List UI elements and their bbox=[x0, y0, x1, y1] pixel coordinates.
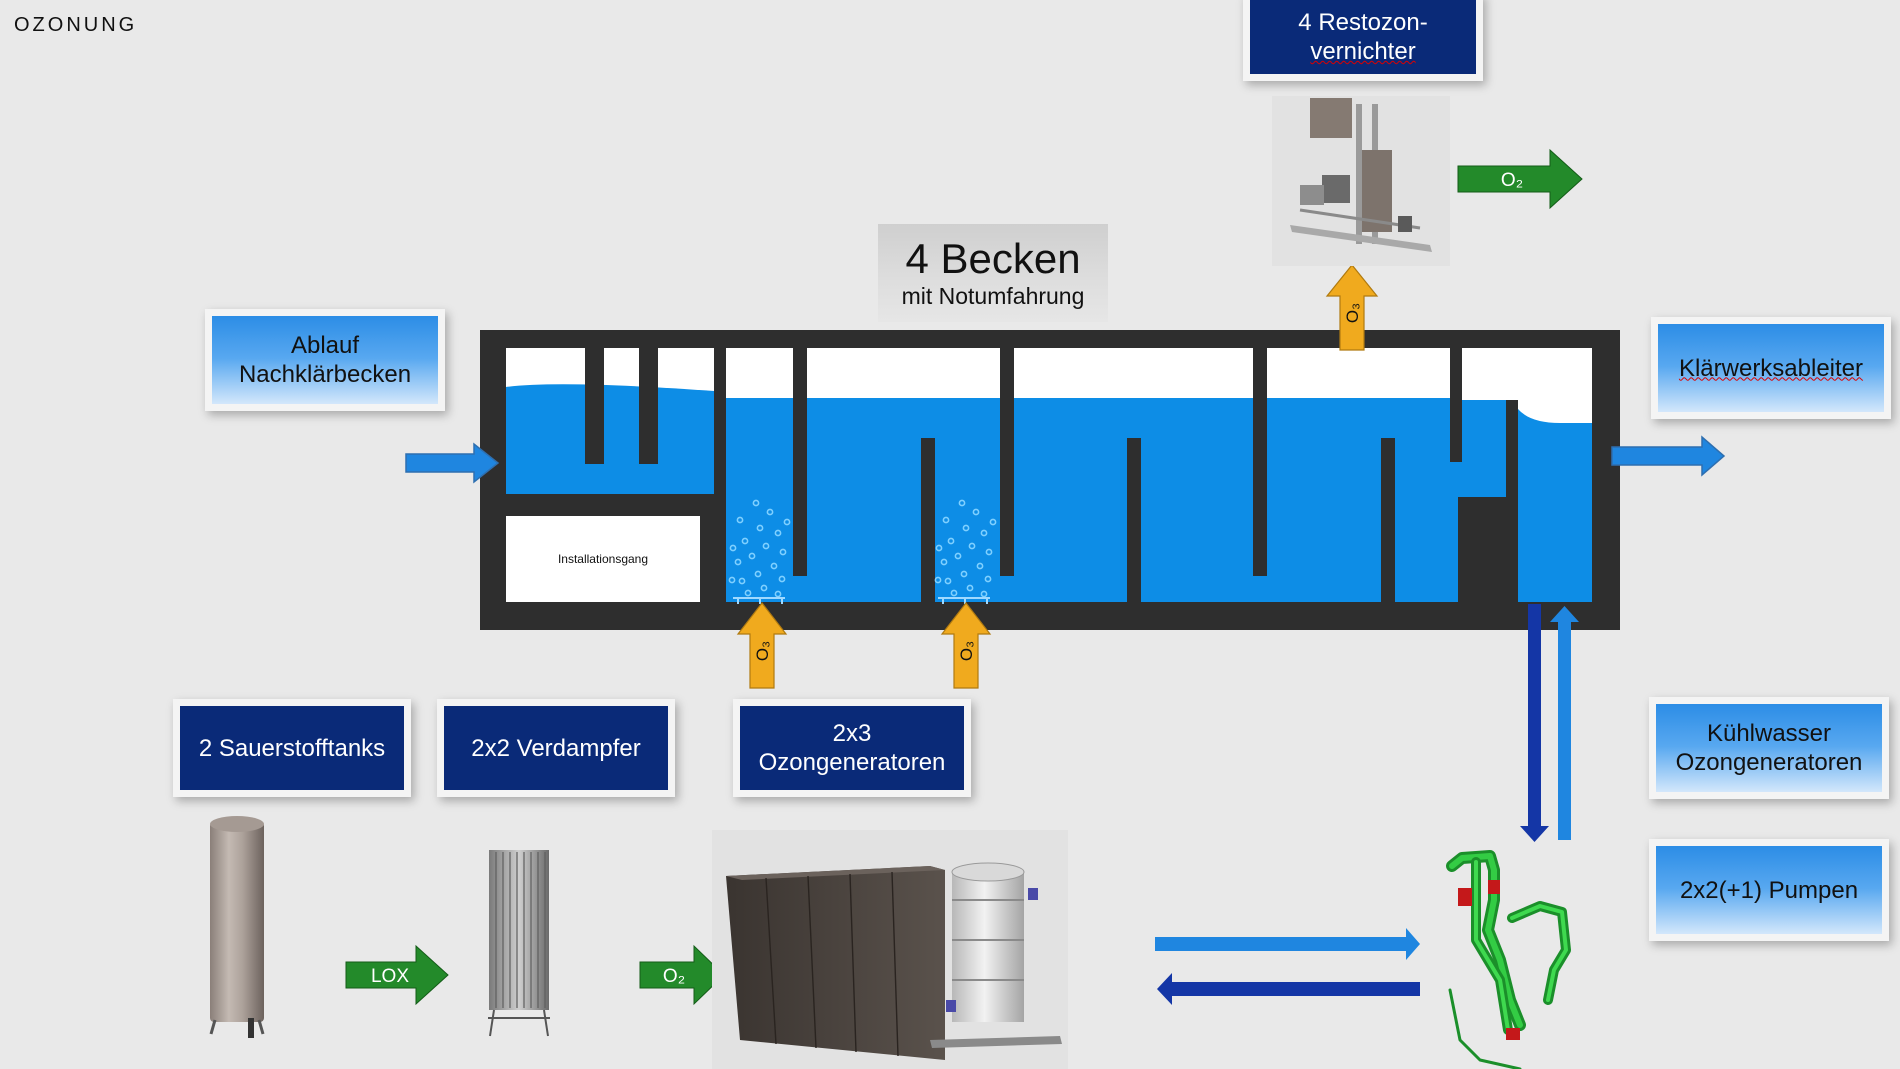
basins-count-label: 4 Becken bbox=[905, 234, 1081, 282]
oxygen-tanks-label: 2 Sauerstofftanks bbox=[198, 734, 386, 762]
basins-bypass-label: mit Notumfahrung bbox=[901, 282, 1085, 309]
oxygen-tanks-box: 2 Sauerstofftanks bbox=[180, 706, 404, 790]
cooling-pumps-image bbox=[1446, 850, 1571, 1069]
inflow-arrow bbox=[405, 442, 500, 484]
evaporator-label: 2x2 Verdampfer bbox=[471, 734, 641, 762]
residual-ozone-destroyer-box: 4 Restozon- vernichter bbox=[1250, 0, 1476, 74]
cooling-label-line1: Kühlwasser bbox=[1706, 720, 1832, 747]
ozone-arrow-basin-1: O₃ bbox=[736, 602, 788, 689]
destroyer-label-line2: vernichter bbox=[1310, 38, 1416, 65]
cooling-up-arrow bbox=[1550, 606, 1579, 840]
o2-label: O₂ bbox=[663, 966, 685, 987]
ozone-arrow-basin-2: O₃ bbox=[940, 602, 992, 689]
pumps-label: 2x2(+1) Pumpen bbox=[1679, 876, 1859, 904]
installation-corridor-label: Installationsgang bbox=[557, 552, 649, 566]
o3-label: O₃ bbox=[1343, 303, 1362, 323]
basins-title-box: 4 Becken mit Notumfahrung bbox=[878, 224, 1108, 322]
o2-label: O₂ bbox=[1501, 170, 1523, 191]
ozone-offgas-arrow: O₃ bbox=[1325, 264, 1379, 351]
ozone-generators-box: 2x3 Ozongeneratoren bbox=[740, 706, 964, 790]
lox-label: LOX bbox=[371, 966, 409, 987]
ozone-bubbles-basin-1 bbox=[728, 499, 791, 598]
diffusers bbox=[733, 597, 990, 604]
outflow-box: Klärwerksableiter bbox=[1658, 324, 1884, 412]
generators-label-line2: Ozongeneratoren bbox=[758, 749, 946, 776]
o2-feed-arrow: O₂ bbox=[639, 944, 725, 1006]
ozone-bubbles-basin-2 bbox=[934, 499, 997, 598]
residual-ozone-destroyer-image bbox=[1272, 96, 1450, 266]
page-title: OZONUNG bbox=[14, 14, 138, 36]
cooling-down-arrow bbox=[1520, 604, 1549, 842]
evaporator-image bbox=[488, 850, 550, 1037]
destroyer-label-line1: 4 Restozon- bbox=[1298, 9, 1428, 36]
lox-arrow: LOX bbox=[345, 944, 449, 1006]
inflow-label-line1: Ablauf bbox=[290, 332, 360, 359]
basin-structure bbox=[480, 330, 1620, 630]
o2-exhaust-arrow: O₂ bbox=[1457, 148, 1583, 210]
generators-label-line1: 2x3 bbox=[832, 720, 872, 747]
cooling-label-line2: Ozongeneratoren bbox=[1675, 749, 1863, 776]
cooling-right-arrow bbox=[1155, 928, 1420, 960]
cooling-water-box: Kühlwasser Ozongeneratoren bbox=[1656, 704, 1882, 792]
cooling-left-arrow bbox=[1157, 973, 1420, 1005]
ozone-generator-image bbox=[712, 830, 1068, 1069]
inflow-label-line2: Nachklärbecken bbox=[238, 361, 412, 388]
o3-label: O₃ bbox=[957, 641, 976, 661]
oxygen-tank-image bbox=[209, 816, 265, 1038]
o3-label: O₃ bbox=[753, 641, 772, 661]
pumps-box: 2x2(+1) Pumpen bbox=[1656, 846, 1882, 934]
inflow-source-box: Ablauf Nachklärbecken bbox=[212, 316, 438, 404]
outflow-label: Klärwerksableiter bbox=[1678, 354, 1864, 382]
outflow-arrow bbox=[1611, 435, 1726, 477]
evaporator-box: 2x2 Verdampfer bbox=[444, 706, 668, 790]
